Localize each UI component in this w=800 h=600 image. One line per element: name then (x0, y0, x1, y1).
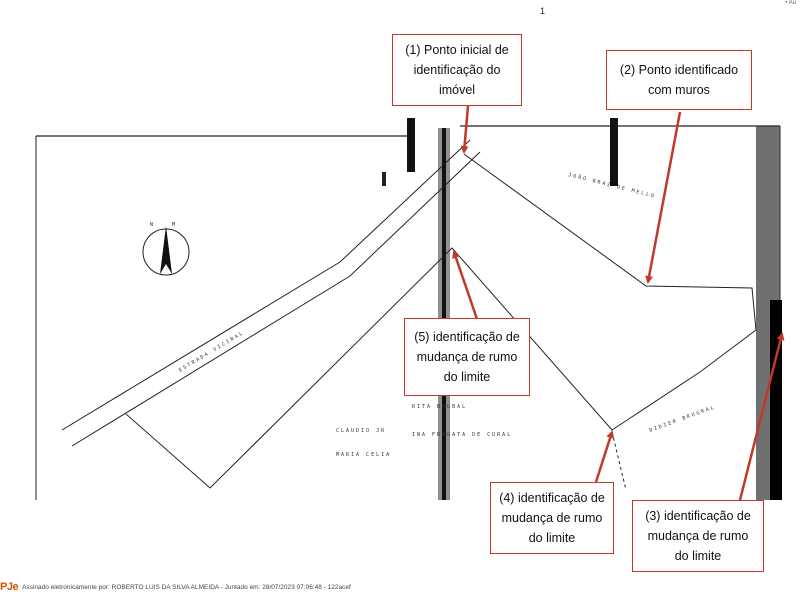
callout-walls-point: (2) Ponto identificado com muros (606, 50, 752, 110)
callout-initial-point: (1) Ponto inicial de identificação do im… (392, 34, 522, 106)
callout-direction-change-5: (5) identificação de mudança de rumo do … (404, 318, 530, 396)
pje-logo-icon: PJe (0, 581, 19, 593)
callout-line: mudança de rumo (647, 529, 749, 543)
callout-direction-change-4: (4) identificação de mudança de rumo do … (490, 482, 614, 554)
callout-line: (1) Ponto inicial de (405, 43, 509, 57)
map-label-maria: MARIA CELIA (336, 452, 391, 458)
callout-line: do limite (443, 370, 491, 384)
north-label-n: N (150, 222, 155, 228)
scan-block-1 (407, 118, 415, 172)
callout-arrow-2 (645, 111, 682, 284)
callout-arrow-3 (738, 332, 785, 501)
callout-arrow-4 (594, 430, 614, 483)
corner-mark: • Au (785, 0, 796, 6)
road-upper-edge (61, 139, 471, 431)
callout-arrow-1 (460, 105, 470, 154)
callout-line: identificação do (413, 63, 501, 77)
callout-line: do limite (674, 549, 722, 563)
map-label-rita: RITA BOUBAL (412, 404, 467, 410)
callout-line: (2) Ponto identificado (619, 63, 739, 77)
north-label-m: M (172, 222, 177, 228)
electronic-signature-text: Assinado eletronicamente por: ROBERTO LU… (22, 583, 351, 591)
callout-line: imóvel (438, 83, 476, 97)
map-label-road: ESTRADA VICINAL (178, 330, 246, 374)
property-boundary (125, 153, 757, 489)
map-label-ina: INA FRAGATA DE CURAL (412, 432, 512, 438)
callout-line: (4) identificação de (499, 491, 605, 505)
callout-line: (5) identificação de (414, 330, 520, 344)
callout-line: com muros (648, 83, 710, 97)
callout-line: do limite (528, 531, 576, 545)
road-lower-edge (71, 151, 481, 447)
map-label-claudio: CLAUDIO JR (336, 428, 386, 434)
scan-strip-4 (770, 300, 782, 500)
page-number: 1 (540, 6, 546, 16)
callout-arrow-5 (452, 250, 480, 323)
scan-block-3 (382, 172, 386, 186)
callout-direction-change-3: (3) identificação de mudança de rumo do … (632, 500, 764, 572)
scan-block-2 (610, 118, 618, 186)
map-label-didier: DIDIER BRUGRAL (649, 404, 717, 434)
callout-line: mudança de rumo (416, 350, 518, 364)
callout-line: (3) identificação de (645, 509, 751, 523)
callout-line: mudança de rumo (501, 511, 603, 525)
boundary-dashed (611, 431, 627, 491)
north-arrow-icon (142, 226, 190, 276)
signature-footer: PJe Assinado eletronicamente por: ROBERT… (0, 580, 351, 594)
scan-strip-2 (442, 128, 446, 500)
